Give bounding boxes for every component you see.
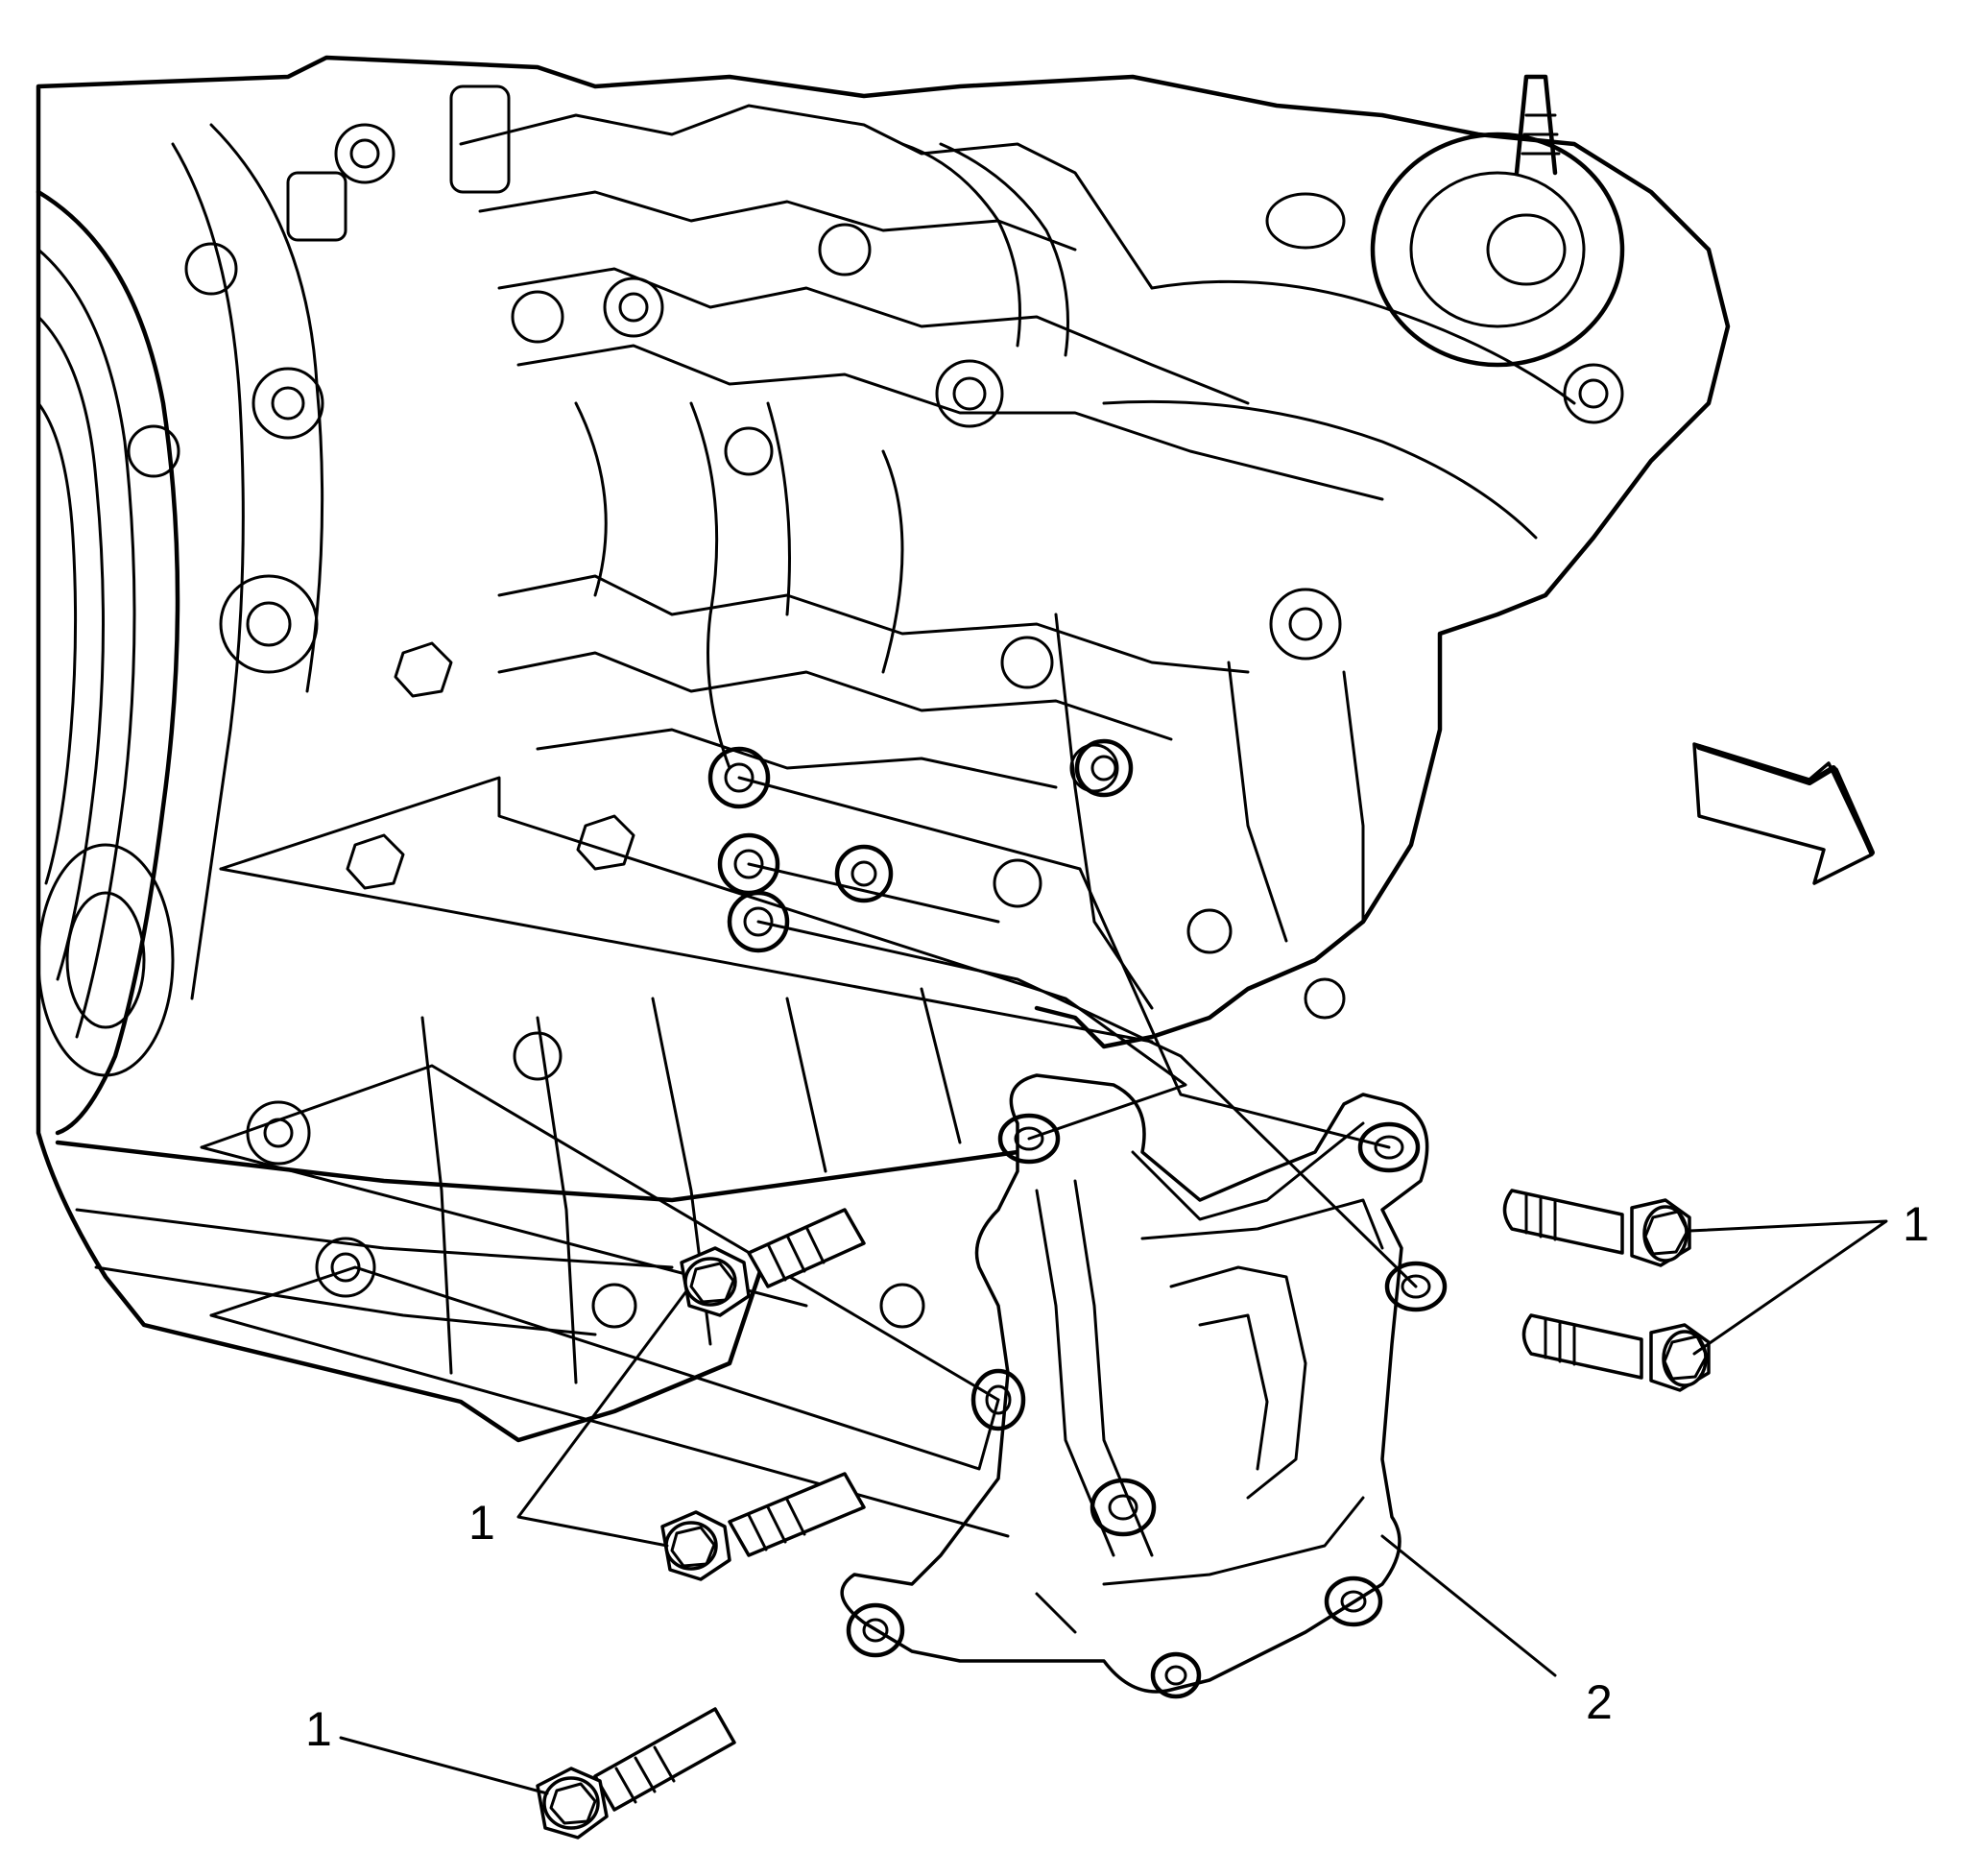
- callout-label-bolt-bottom: 1: [305, 1702, 332, 1756]
- engine-block: [36, 55, 1731, 1443]
- callout-label-bracket: 2: [1586, 1675, 1613, 1729]
- engine-mount-bracket: [840, 1073, 1448, 1699]
- bolts: [536, 1189, 1711, 1840]
- bolt-upper-right: [1502, 1189, 1691, 1267]
- bolt-middle-upper: [680, 1208, 866, 1317]
- bolt-bottom: [536, 1707, 736, 1840]
- leader-lines: [339, 1219, 1888, 1795]
- callout-label-bolts-middle: 1: [468, 1496, 495, 1550]
- front-arrow-icon: [1692, 742, 1875, 885]
- bolt-middle-lower: [660, 1472, 866, 1581]
- callout-label-bolts-right: 1: [1903, 1197, 1929, 1251]
- alignment-lines: [200, 776, 1418, 1538]
- bolt-right-lower: [1521, 1313, 1711, 1392]
